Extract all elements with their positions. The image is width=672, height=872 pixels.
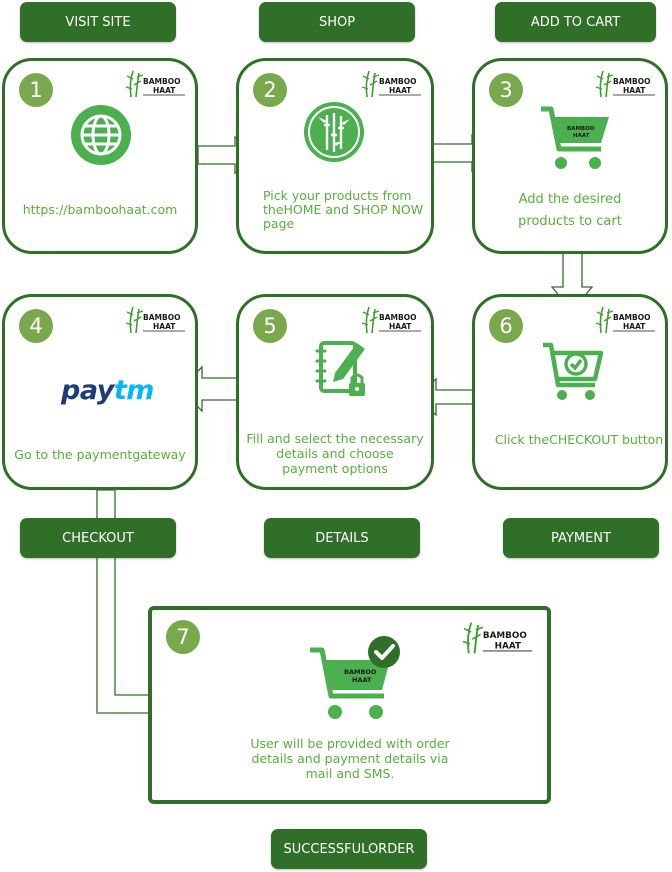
label-checkout: CHECKOUT — [20, 518, 176, 558]
svg-text:BAMBOO: BAMBOO — [344, 668, 377, 676]
step-number: 3 — [489, 73, 523, 107]
paytm-logo: paytm — [61, 375, 154, 406]
label-shop: SHOP — [259, 2, 415, 42]
step-number: 2 — [253, 73, 287, 107]
step-6-text: Click theCHECKOUT button — [494, 432, 664, 447]
step-card-5: 5 BAMBOO HAAT Fill and select the necess… — [236, 294, 434, 490]
step-number: 7 — [166, 620, 200, 654]
step-number: 1 — [19, 73, 53, 107]
svg-text:HAAT: HAAT — [352, 676, 372, 684]
svg-text:HAAT: HAAT — [389, 322, 412, 331]
step-card-4: 4 BAMBOO HAAT paytm Go to the paymentgat… — [2, 294, 198, 490]
step-card-7: 7 BAMBOO HAAT BAMBOO HAAT User will be p… — [148, 606, 551, 804]
svg-text:BAMBOO: BAMBOO — [567, 126, 595, 132]
svg-text:BAMBOO: BAMBOO — [613, 77, 650, 86]
step-number: 5 — [253, 309, 287, 343]
bamboohaat-logo: BAMBOO HAAT — [125, 306, 185, 334]
logo-line1: BAMBOO — [143, 77, 180, 86]
shopping-cart-icon: BAMBOO HAAT — [541, 106, 609, 169]
svg-text:BAMBOO: BAMBOO — [483, 631, 528, 641]
paytm-logo-pay: pay — [61, 375, 114, 406]
step-1-text: https://bamboohaat.com — [22, 202, 178, 217]
bamboo-icon — [304, 102, 364, 162]
logo-line2: HAAT — [153, 86, 176, 95]
label-successful-order: SUCCESSFULORDER — [271, 829, 427, 869]
cart-check-icon — [543, 342, 604, 400]
svg-text:HAAT: HAAT — [623, 86, 646, 95]
label-details: DETAILS — [264, 518, 420, 558]
label-add-to-cart: ADD TO CART — [495, 2, 656, 42]
bamboohaat-logo: BAMBOO HAAT — [361, 306, 421, 334]
step-card-6: 6 BAMBOO HAAT Click theCHECKOUT button — [472, 294, 668, 490]
step-card-2: 2 BAMBOO HAAT Pick your products from th… — [236, 58, 434, 254]
svg-text:BAMBOO: BAMBOO — [379, 77, 416, 86]
svg-text:HAAT: HAAT — [573, 133, 590, 139]
step-number: 6 — [489, 309, 523, 343]
paytm-logo-tm: tm — [113, 375, 155, 406]
notepad-edit-icon — [315, 341, 365, 396]
svg-text:BAMBOO: BAMBOO — [143, 313, 180, 322]
step-number: 4 — [19, 309, 53, 343]
bamboohaat-logo: BAMBOO HAAT — [595, 70, 655, 98]
bamboohaat-logo: BAMBOO HAAT — [462, 622, 533, 654]
step-5-text: Fill and select the necessary details an… — [246, 431, 424, 476]
cart-success-icon: BAMBOO HAAT — [310, 636, 400, 719]
svg-text:HAAT: HAAT — [153, 322, 176, 331]
svg-text:BAMBOO: BAMBOO — [379, 313, 416, 322]
svg-text:HAAT: HAAT — [495, 642, 521, 652]
bamboohaat-logo: BAMBOO HAAT — [361, 70, 421, 98]
step-4-text: Go to the paymentgateway — [14, 447, 186, 462]
label-payment: PAYMENT — [503, 518, 659, 558]
step-card-3: 3 BAMBOO HAAT BAMBOO HAAT Add the desire… — [472, 58, 668, 254]
svg-text:HAAT: HAAT — [389, 86, 412, 95]
bamboohaat-logo: BAMBOO HAAT — [125, 70, 185, 98]
label-visit-site: VISIT SITE — [20, 2, 176, 42]
step-7-text: User will be provided with order details… — [250, 736, 450, 781]
svg-text:HAAT: HAAT — [623, 322, 646, 331]
bamboohaat-logo: BAMBOO HAAT — [595, 306, 655, 334]
step-2-text: Pick your products from theHOME and SHOP… — [263, 188, 424, 231]
svg-text:BAMBOO: BAMBOO — [613, 313, 650, 322]
step-card-1: 1 BAMBOO HAAT https://bamboohaat.com — [2, 58, 198, 254]
globe-icon — [71, 105, 131, 165]
step-3-text: Add the desired products to cart — [518, 192, 622, 229]
